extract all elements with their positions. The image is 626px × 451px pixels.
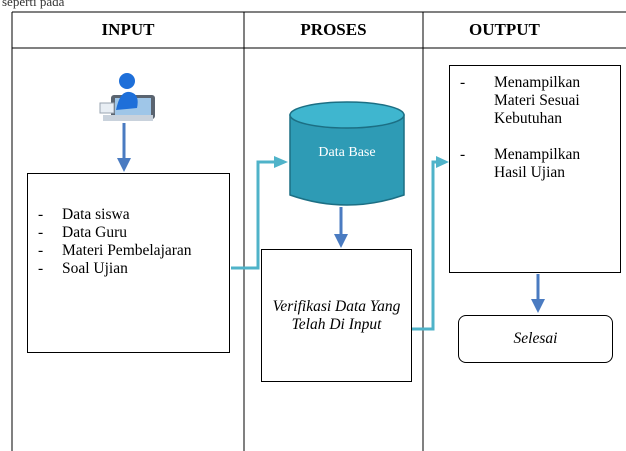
user-computer-icon — [99, 73, 155, 121]
input-item-soal-ujian: Soal Ujian — [38, 260, 223, 278]
arrow-to-input — [117, 123, 131, 172]
arrow-to-verify — [334, 207, 348, 248]
page-caption: seperti pada — [2, 0, 65, 9]
arrow-to-done — [531, 274, 545, 313]
input-data-box: Data siswa Data Guru Materi Pembelajaran… — [27, 173, 230, 353]
input-item-data-siswa: Data siswa — [38, 206, 223, 224]
connector-input-to-database — [231, 156, 288, 270]
output-item-hasil-ujian: Menampilkan Hasil Ujian — [460, 146, 614, 182]
input-item-data-guru: Data Guru — [38, 224, 223, 242]
database-label: Data Base — [318, 145, 376, 160]
output-item-materi: Menampilkan Materi Sesuai Kebutuhan — [460, 74, 614, 128]
done-terminator: Selesai — [458, 315, 613, 363]
header-input: INPUT — [101, 20, 155, 39]
output-box: Menampilkan Materi Sesuai Kebutuhan Mena… — [449, 65, 621, 273]
header-output: OUTPUT — [469, 20, 540, 39]
verify-data-box: Verifikasi Data Yang Telah Di Input — [261, 249, 412, 382]
verify-label: Verifikasi Data Yang Telah Di Input — [272, 297, 401, 333]
done-label: Selesai — [513, 330, 558, 347]
header-process: PROSES — [300, 20, 367, 39]
database-cylinder — [289, 101, 405, 206]
connector-verify-to-output — [412, 156, 449, 331]
input-item-materi: Materi Pembelajaran — [38, 242, 223, 260]
